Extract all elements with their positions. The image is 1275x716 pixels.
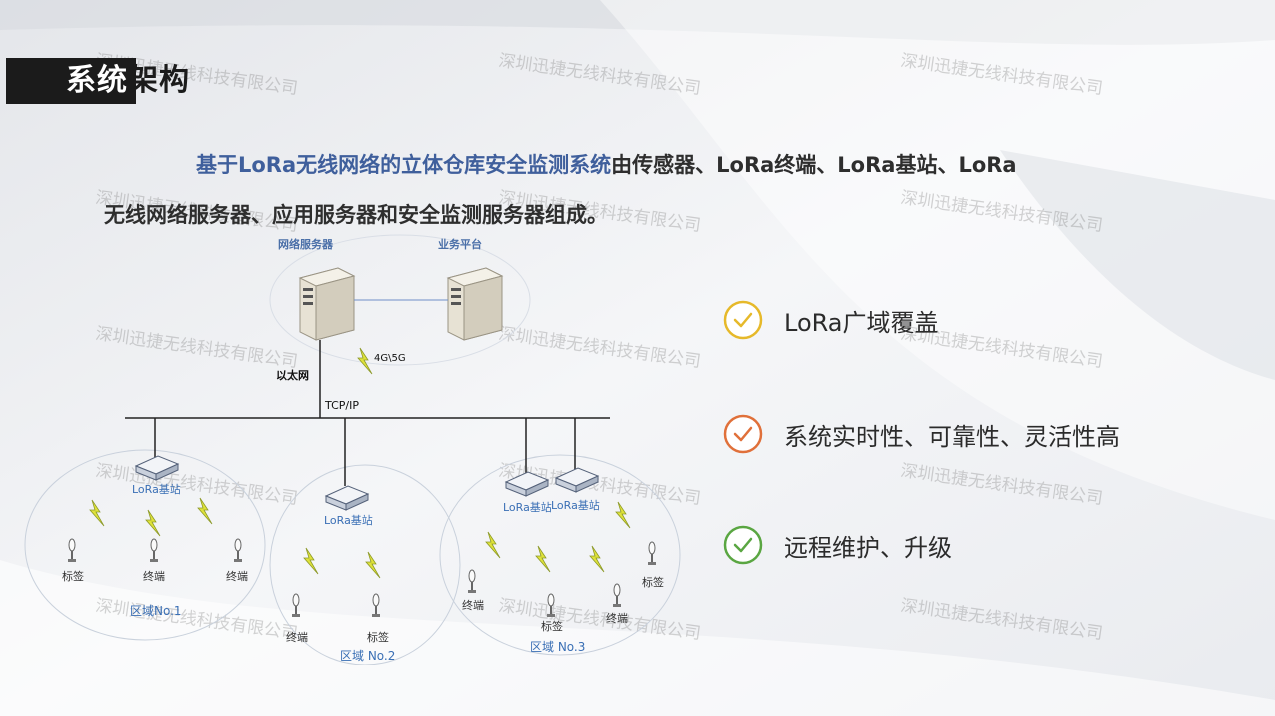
check-circle-icon [723,300,763,340]
zone2-label: 区域 No.2 [340,649,395,663]
wireless-signal-icon [197,497,213,525]
title-part1: 系统 [66,63,128,98]
lora-base-station-icon [555,467,599,493]
base-station-label: LoRa基站 [503,500,552,514]
tcpip-label: TCP/IP [324,399,359,412]
server-area-boundary [269,234,531,366]
lora-base-station-icon [325,485,369,511]
architecture-diagram: 网络服务器 业务平台 以太网 4G\5G TCP/IP LoRa基站 标签 终端… [24,234,681,665]
business-server-label: 业务平台 [438,237,482,251]
intro-rest-line1: 由传感器、LoRa终端、LoRa基站、LoRa [611,153,1017,177]
title-part2: 架构 [128,63,190,98]
wireless-signal-icon [615,501,631,529]
terminal-antenna-icon [233,538,243,563]
tag-label: 标签 [62,569,84,583]
tag-antenna-icon [67,538,77,563]
ethernet-label: 以太网 [276,368,309,382]
wireless-4g5g-icon [357,347,373,375]
terminal-label: 终端 [286,630,308,644]
terminal-label: 终端 [462,598,484,612]
intro-paragraph: 基于LoRa无线网络的立体仓库安全监测系统由传感器、LoRa终端、LoRa基站、… [104,140,1204,240]
tag-antenna-icon [647,541,657,566]
wireless-signal-icon [365,551,381,579]
tag-antenna-icon [546,593,556,618]
tag-antenna-icon [371,593,381,618]
terminal-label: 终端 [606,611,628,625]
zone1-label: 区域No.1 [130,604,182,618]
feature-label: 系统实时性、可靠性、灵活性高 [784,422,1120,451]
terminal-antenna-icon [612,583,622,608]
wireless-signal-icon [535,545,551,573]
wireless-signal-icon [145,509,161,537]
base-station-label: LoRa基站 [551,498,600,512]
zone1-boundary [24,449,266,641]
base-station-label: LoRa基站 [132,482,181,496]
zone2-boundary [269,464,461,665]
feature-item: 系统实时性、可靠性、灵活性高 [722,413,1120,455]
wireless-signal-icon [589,545,605,573]
feature-item: LoRa广域覆盖 [722,299,939,341]
terminal-label: 终端 [143,569,165,583]
zone3-boundary [439,454,681,656]
tag-label: 标签 [642,575,664,589]
tag-label: 标签 [367,630,389,644]
check-circle-icon [723,525,763,565]
wireless-signal-icon [485,531,501,559]
terminal-antenna-icon [467,569,477,594]
feature-item: 远程维护、升级 [722,524,952,566]
wireless-signal-icon [89,499,105,527]
wireless-signal-icon [303,547,319,575]
business-server-icon [447,267,503,341]
lora-base-station-icon [505,471,549,497]
terminal-antenna-icon [291,593,301,618]
feature-label: 远程维护、升级 [784,533,952,562]
check-circle-icon [723,414,763,454]
base-station-label: LoRa基站 [324,513,373,527]
network-server-label: 网络服务器 [278,237,334,251]
intro-highlight: 基于LoRa无线网络的立体仓库安全监测系统 [196,153,612,177]
feature-label: LoRa广域覆盖 [784,308,939,337]
link-4g5g-label: 4G\5G [374,353,406,364]
terminal-antenna-icon [149,538,159,563]
intro-rest-line2: 无线网络服务器、应用服务器和安全监测服务器组成。 [104,203,608,227]
lora-base-station-icon [135,455,179,481]
terminal-label: 终端 [226,569,248,583]
zone3-label: 区域 No.3 [530,640,585,654]
title-bar [6,58,136,104]
page-title: 系统架构 [66,60,190,102]
network-server-icon [299,267,355,341]
tag-label: 标签 [541,619,563,633]
